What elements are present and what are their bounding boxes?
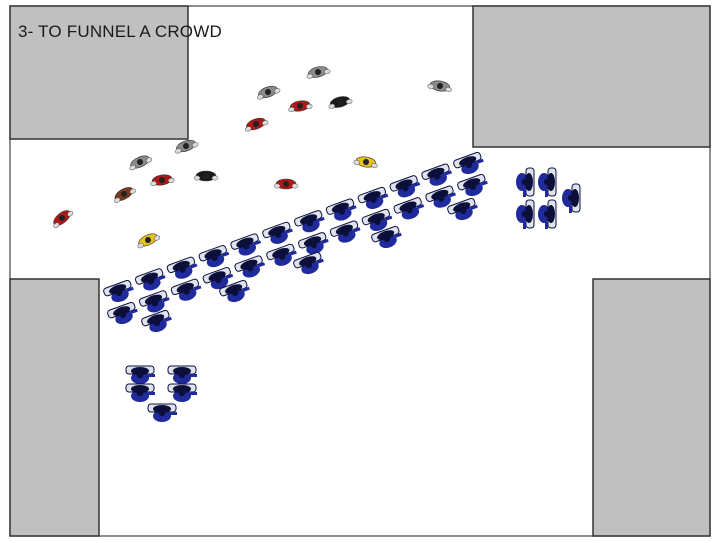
- officer-back-row-icon: [393, 197, 426, 224]
- building-top-right: [473, 6, 710, 147]
- crowd-person-icon: [353, 155, 378, 169]
- officer-supervisor-icon: [141, 309, 174, 336]
- officer-flank-icon: [538, 168, 556, 197]
- officer-flank-icon: [538, 200, 556, 229]
- crowd-person-icon: [327, 94, 353, 110]
- diagram-title: 3- TO FUNNEL A CROWD: [18, 22, 222, 42]
- building-bottom-left: [10, 279, 99, 536]
- officer-flank-icon: [516, 168, 534, 197]
- officer-back-row-icon: [330, 220, 363, 247]
- crowd-person-icon: [173, 137, 199, 155]
- crowd-person-icon: [305, 64, 331, 80]
- officer-reserve-icon: [126, 384, 155, 402]
- crowd-person-icon: [135, 230, 161, 249]
- officer-back-row-icon: [107, 301, 140, 328]
- officer-reserve-icon: [168, 384, 197, 402]
- crowd-person-icon: [50, 206, 75, 229]
- crowd-person-icon: [149, 173, 174, 187]
- officer-flank-leader-icon: [562, 184, 580, 213]
- officer-supervisor-icon: [447, 197, 480, 224]
- officer-flank-icon: [516, 200, 534, 229]
- officer-reserve-leader-icon: [148, 404, 177, 422]
- crowd-person-icon: [287, 99, 312, 113]
- crowd-person-icon: [274, 179, 298, 189]
- crowd-person-icon: [127, 152, 153, 171]
- officer-back-row-icon: [234, 255, 267, 282]
- crowd-person-icon: [194, 171, 218, 181]
- officer-back-row-icon: [457, 173, 490, 200]
- crowd-person-icon: [427, 79, 452, 93]
- building-bottom-right: [593, 279, 710, 536]
- crowd-person-icon: [243, 115, 269, 133]
- officer-back-row-icon: [170, 278, 203, 305]
- officer-reserve-icon: [168, 366, 197, 384]
- crowd-person-icon: [255, 83, 281, 101]
- officer-reserve-icon: [126, 366, 155, 384]
- officer-supervisor-icon: [293, 251, 326, 278]
- crowd-person-icon: [111, 184, 137, 205]
